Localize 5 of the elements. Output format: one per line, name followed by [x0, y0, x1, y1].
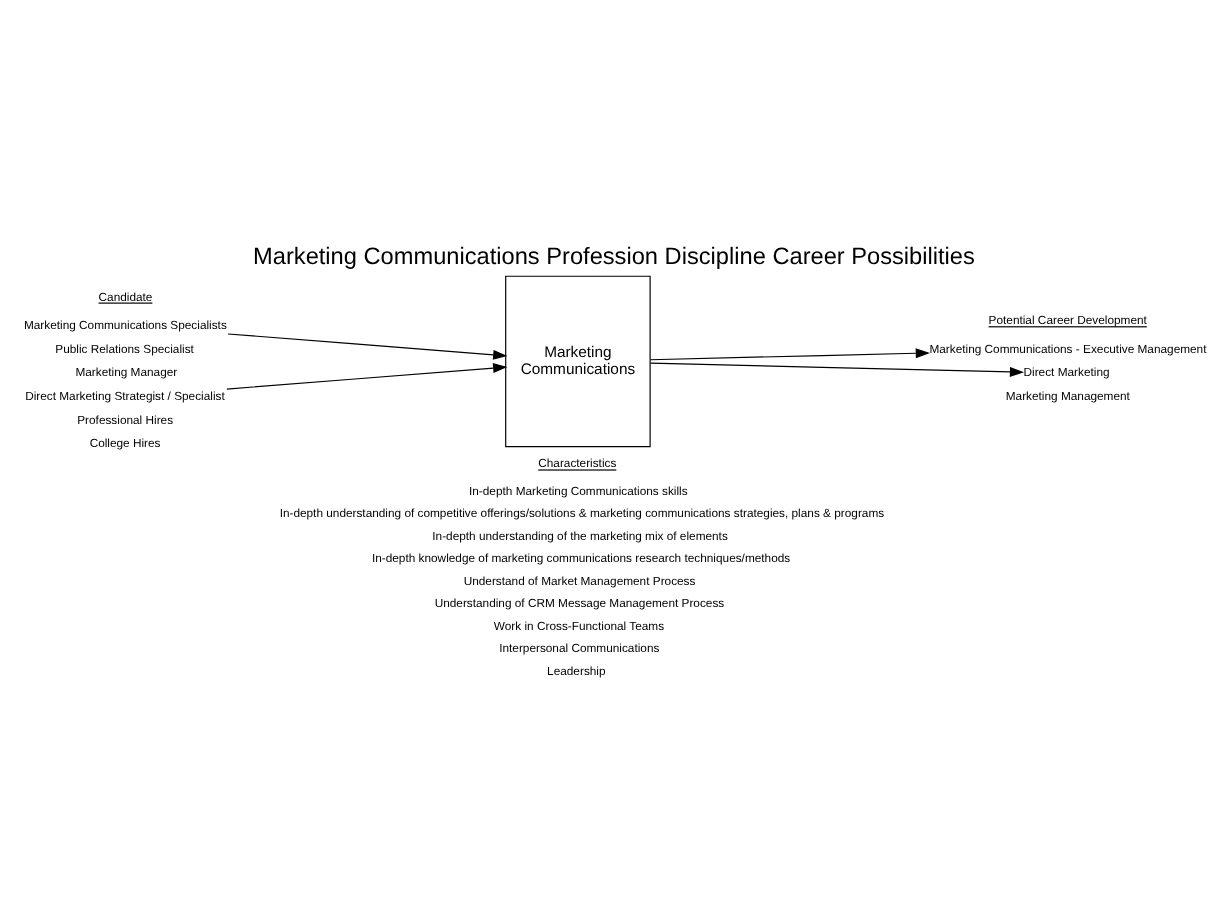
arrow — [649, 362, 1025, 377]
arrow — [227, 333, 508, 360]
arrow — [226, 363, 508, 390]
diagram-title: Marketing Communications Profession Discipline Career Possibilities — [253, 242, 975, 271]
arrow — [649, 348, 930, 361]
